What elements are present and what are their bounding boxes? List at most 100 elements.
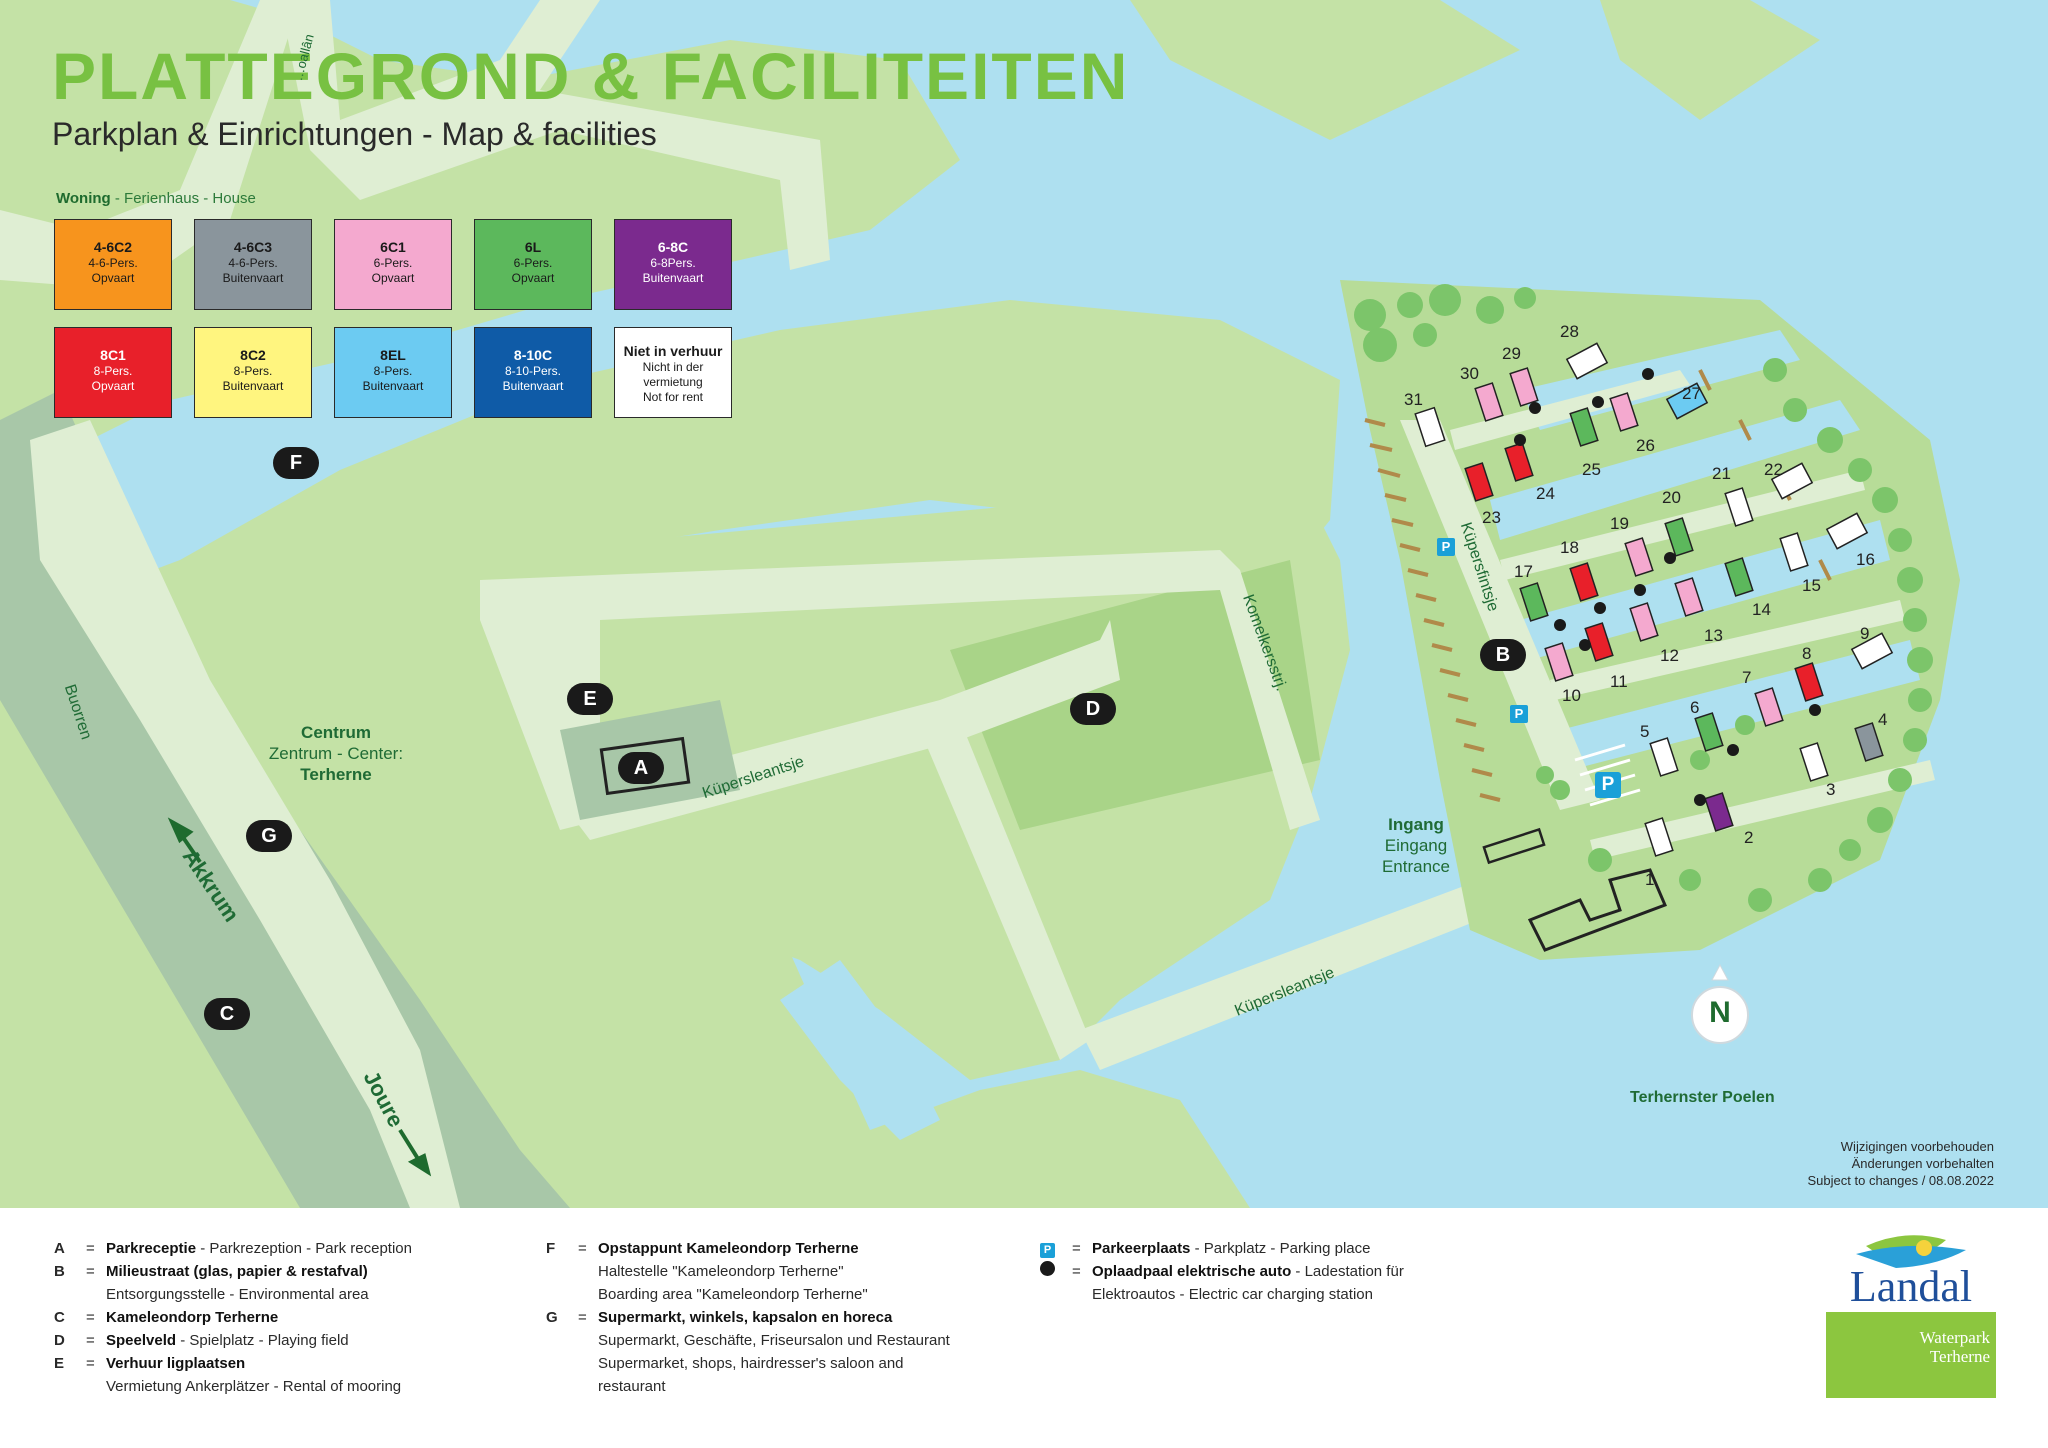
lot-19[interactable]: 19	[1610, 514, 1629, 533]
legend-heading: Woning - Ferienhaus - House	[56, 190, 256, 207]
centrum-label: Centrum Zentrum - Center: Terherne	[268, 723, 404, 784]
lot-12[interactable]: 12	[1660, 646, 1679, 665]
key-row: Vermietung Ankerplätzer - Rental of moor…	[106, 1378, 402, 1395]
lot-16[interactable]: 16	[1856, 550, 1875, 569]
moorings	[1364, 369, 1832, 802]
parking-sign: P	[1514, 706, 1524, 721]
lot-20[interactable]: 20	[1662, 488, 1681, 507]
lot-5[interactable]: 5	[1640, 722, 1650, 741]
lot-31[interactable]: 31	[1404, 390, 1423, 409]
lot-3[interactable]: 3	[1826, 780, 1836, 799]
lot-8[interactable]: 8	[1802, 644, 1812, 663]
marker-e[interactable]: E	[567, 683, 613, 715]
lot-15[interactable]: 15	[1802, 576, 1821, 595]
road-kupersfintsje	[1400, 420, 1600, 810]
page-subtitle: Parkplan & Einrichtungen - Map & facilit…	[52, 116, 657, 152]
road-buorren	[30, 420, 460, 1208]
lot-21[interactable]: 21	[1712, 464, 1731, 483]
lot-18[interactable]: 18	[1560, 538, 1579, 557]
parking-signs	[1437, 538, 1621, 798]
changes-note: Wijzigingen voorbehouden Änderungen vorb…	[1807, 1139, 1994, 1188]
parking-icon: P	[1040, 1243, 1055, 1258]
marker-c[interactable]: C	[204, 998, 250, 1030]
key-row: Supermarkt, Geschäfte, Friseursalon und …	[598, 1332, 950, 1349]
lot-24[interactable]: 24	[1536, 484, 1555, 503]
park-map	[0, 0, 2048, 1208]
entrance-label: Ingang Eingang Entrance	[1381, 815, 1451, 876]
key-row: Boarding area "Kameleondorp Terherne"	[598, 1286, 868, 1303]
lot-4[interactable]: 4	[1878, 710, 1888, 729]
marker-b[interactable]: B	[1480, 639, 1526, 671]
facility-key-col2: F=Opstappunt Kameleondorp Terherne Halte…	[546, 1237, 1026, 1398]
lot-22[interactable]: 22	[1764, 460, 1783, 479]
land-north	[1130, 0, 1520, 140]
ev-charger-icon	[1040, 1261, 1055, 1276]
lot-27[interactable]: 27	[1682, 384, 1701, 403]
key-row: Haltestelle "Kameleondorp Terherne"	[598, 1263, 844, 1280]
marker-f[interactable]: F	[273, 447, 319, 479]
key-row: B=Milieustraat (glas, papier & restafval…	[54, 1263, 368, 1280]
lot-10[interactable]: 10	[1562, 686, 1581, 705]
marker-a[interactable]: A	[618, 752, 664, 784]
map-canvas	[0, 0, 2048, 1208]
lot-7[interactable]: 7	[1742, 668, 1752, 687]
logo-brand: Landal	[1849, 1262, 1973, 1311]
lot-2[interactable]: 2	[1744, 828, 1754, 847]
entrance-building	[1527, 868, 1667, 952]
trees	[1354, 284, 1933, 912]
lot-9[interactable]: 9	[1860, 624, 1870, 643]
key-row: Entsorgungsstelle - Environmental area	[106, 1286, 369, 1303]
key-row: G=Supermarkt, winkels, kapsalon en horec…	[546, 1309, 893, 1326]
parking-sign: P	[1441, 539, 1451, 554]
direction-arrows	[167, 817, 432, 1177]
lot-29[interactable]: 29	[1502, 344, 1521, 363]
lot-25[interactable]: 25	[1582, 460, 1601, 479]
key-row: Elektroautos - Electric car charging sta…	[1092, 1286, 1373, 1303]
road-kupersleantsje-2	[1080, 850, 1580, 1070]
key-row: =Oplaadpaal elektrische auto - Ladestati…	[1040, 1260, 1540, 1283]
key-row: restaurant	[598, 1378, 666, 1395]
key-row: C=Kameleondorp Terherne	[54, 1309, 279, 1326]
facility-key-col3: P=Parkeerplaats - Parkplatz - Parking pl…	[1040, 1237, 1540, 1306]
lot-14[interactable]: 14	[1752, 600, 1771, 619]
reception-building	[599, 736, 691, 796]
lot-26[interactable]: 26	[1636, 436, 1655, 455]
key-row: P=Parkeerplaats - Parkplatz - Parking pl…	[1040, 1237, 1540, 1260]
lot-23[interactable]: 23	[1482, 508, 1501, 527]
logo-subtitle: Waterpark Terherne	[1919, 1328, 1990, 1366]
key-row: D=Speelveld - Spielplatz - Playing field	[54, 1332, 349, 1349]
houses	[1414, 342, 1894, 857]
lot-1[interactable]: 1	[1645, 870, 1655, 889]
lot-17[interactable]: 17	[1514, 562, 1533, 581]
lot-6[interactable]: 6	[1690, 698, 1700, 717]
key-row: E=Verhuur ligplaatsen	[54, 1355, 246, 1372]
parking-sign: P	[1601, 774, 1615, 795]
marker-g[interactable]: G	[246, 820, 292, 852]
ev-charging-points	[1514, 368, 1821, 806]
compass-label: N	[1709, 996, 1731, 1029]
landal-logo: Landal Waterpark Terherne	[1826, 1228, 1996, 1398]
lot-28[interactable]: 28	[1560, 322, 1579, 341]
water-label: Terhernster Poelen	[1630, 1089, 1775, 1106]
page-title: PLATTEGROND & FACILITEITEN	[52, 39, 1130, 113]
key-row: A=Parkreceptie - Parkrezeption - Park re…	[54, 1240, 412, 1257]
lot-30[interactable]: 30	[1460, 364, 1479, 383]
key-row: F=Opstappunt Kameleondorp Terherne	[546, 1240, 859, 1257]
key-row: Supermarket, shops, hairdresser's saloon…	[598, 1355, 904, 1372]
marker-d[interactable]: D	[1070, 693, 1116, 725]
facility-key-col1: A=Parkreceptie - Parkrezeption - Park re…	[54, 1237, 534, 1398]
compass	[1691, 963, 1749, 1044]
lot-13[interactable]: 13	[1704, 626, 1723, 645]
playing-field	[950, 560, 1320, 830]
lot-11[interactable]: 11	[1610, 672, 1628, 691]
